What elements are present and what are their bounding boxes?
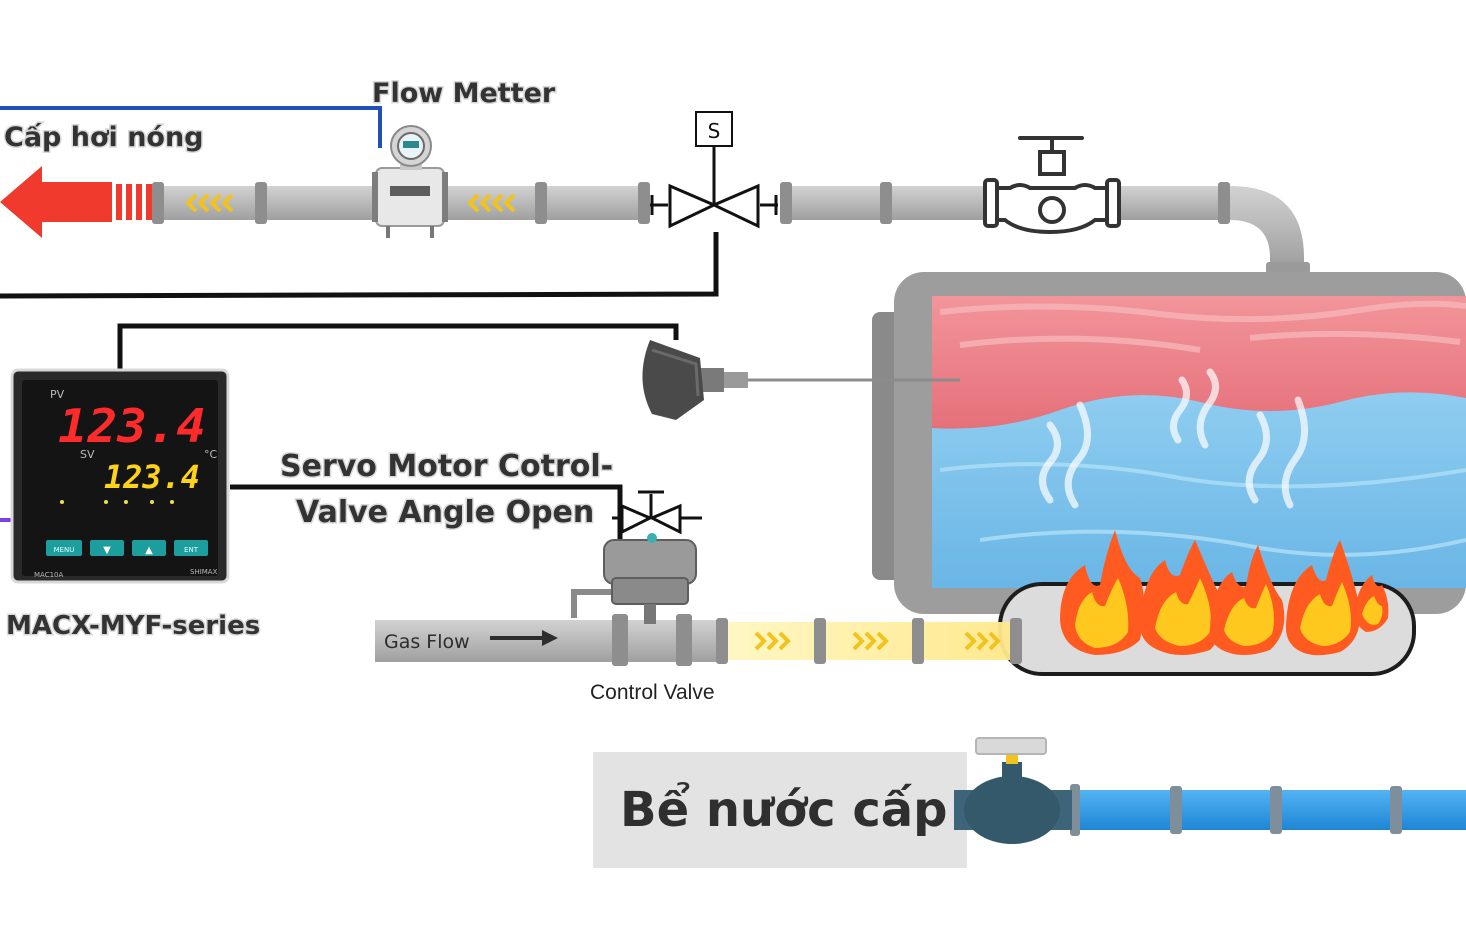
gate-valve-icon: [983, 136, 1121, 235]
up-button[interactable]: [132, 540, 166, 556]
steam-outlet-arrow: [0, 166, 152, 238]
water-feed: Bể nước cấp: [593, 737, 1466, 868]
flame-icon: [1209, 545, 1285, 655]
steam-supply-label: Cấp hơi nóng: [4, 122, 204, 153]
steam-line: S: [0, 111, 1310, 274]
flame-icon: [1355, 575, 1389, 632]
down-button[interactable]: [90, 540, 124, 556]
gas-flow-label: Gas Flow: [384, 631, 470, 653]
sv-display: 123.4: [104, 458, 200, 496]
temperature-controller: PV 123.4 SV 123.4 °C MENU ▼ ▲ ENT MAC10A…: [10, 368, 230, 584]
solenoid-signal-wire: [0, 232, 719, 299]
flame-icon: [1060, 530, 1144, 655]
boiler-tank: [872, 272, 1466, 614]
servo-signal-wire: [230, 484, 623, 540]
flow-meter-signal-wire: [0, 106, 382, 148]
controller-model: MAC10A: [34, 571, 64, 579]
thermocouple-icon: [642, 340, 960, 420]
steam-squiggles: [1039, 368, 1308, 509]
flow-meter-icon: [372, 125, 448, 238]
control-valve-icon: [571, 490, 702, 624]
gas-flow-arrow-icon: [490, 630, 558, 646]
menu-button[interactable]: [46, 540, 82, 556]
servo-label-line2: Valve Angle Open: [296, 495, 594, 530]
solenoid-valve-icon: S: [650, 111, 778, 229]
down-button-label: ▼: [103, 545, 111, 556]
pv-label: PV: [50, 388, 65, 401]
sensor-signal-wire: [117, 323, 679, 372]
flame-icon: [1285, 540, 1361, 656]
water-tank-label: Bể nước cấp: [620, 782, 948, 838]
steam-flow-chevrons: [185, 193, 516, 213]
sv-label: SV: [80, 448, 95, 461]
pv-display: 123.4: [58, 399, 206, 453]
signal-wires: [0, 106, 719, 540]
solenoid-tag: S: [708, 119, 721, 143]
flame-icon: [1140, 540, 1225, 655]
controller-series-label: MACX-MYF-series: [6, 611, 260, 641]
controller-buttons: MENU ▼ ▲ ENT: [46, 540, 208, 556]
water-valve-icon: [954, 737, 1072, 844]
control-valve-label: Control Valve: [590, 681, 715, 704]
boiler-hot-water: [932, 296, 1466, 429]
enter-button[interactable]: [174, 540, 208, 556]
servo-label-line1: Servo Motor Cotrol-: [280, 449, 613, 484]
unit-label: °C: [204, 448, 218, 461]
up-button-label: ▲: [145, 545, 153, 556]
gas-flow-chevrons: [754, 631, 1001, 651]
flow-meter-label: Flow Metter: [372, 78, 556, 109]
controller-brand: SHIMAX: [190, 568, 218, 576]
menu-button-label: MENU: [54, 546, 75, 554]
gas-line: Gas Flow: [375, 614, 1022, 666]
enter-button-label: ENT: [184, 546, 199, 554]
burner-flames: [1060, 530, 1389, 656]
